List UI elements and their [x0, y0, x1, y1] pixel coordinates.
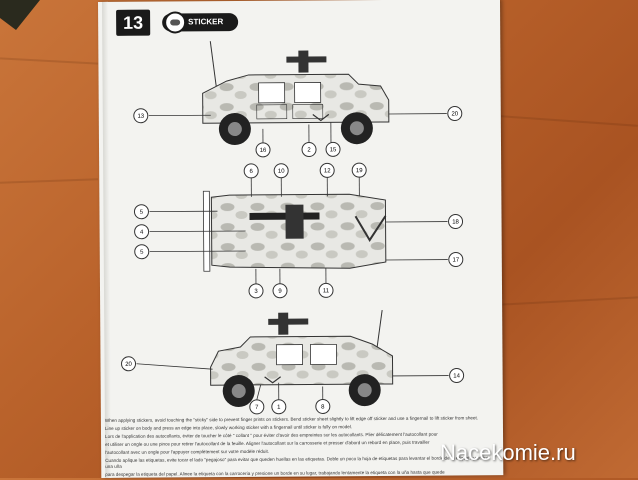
- side-view-left: [210, 310, 393, 407]
- callout-18: 18: [452, 219, 459, 225]
- callout-14: 14: [453, 373, 460, 379]
- plan-view: [203, 190, 386, 271]
- vehicle-diagrams: 13 16 2 15 20 6 10 12 19: [98, 0, 503, 422]
- wood-grain: [0, 178, 98, 183]
- sticker-instructions: When applying stickers, avoid touching t…: [105, 415, 497, 480]
- callout-11: 11: [323, 288, 330, 294]
- callout-16: 16: [260, 148, 267, 154]
- callouts-plan-top: 6 10 12 19: [244, 163, 366, 197]
- site-watermark: Nacekomie.ru: [440, 440, 576, 466]
- callout-13: 13: [137, 114, 144, 120]
- callouts-plan-bottom: 3 9 11: [249, 268, 333, 298]
- wood-grain: [500, 296, 638, 305]
- instruction-line: Cuando aplique las etiquetas, evite toca…: [105, 455, 497, 470]
- background-object: [0, 0, 40, 30]
- callout-17: 17: [452, 257, 459, 263]
- wood-grain: [500, 115, 638, 127]
- callout-10: 10: [278, 169, 285, 175]
- callout-20b: 20: [125, 362, 132, 368]
- callout-15: 15: [330, 147, 337, 153]
- callout-19: 19: [356, 168, 363, 174]
- wood-grain: [0, 57, 98, 64]
- callout-12: 12: [324, 168, 331, 174]
- side-view-right: [202, 40, 389, 145]
- instruction-sheet: 13 STICKER 13 16: [98, 0, 503, 478]
- callout-20: 20: [451, 111, 458, 117]
- instruction-line: para despegar la etiqueta del papel. Ali…: [105, 469, 497, 478]
- callouts-plan-right: 18 17: [385, 214, 462, 267]
